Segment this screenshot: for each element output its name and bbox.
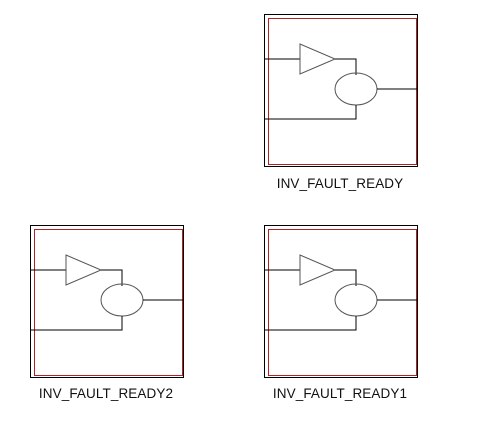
- block-label: INV_FAULT_READY2: [39, 386, 173, 401]
- input-wire-2: [264, 316, 357, 331]
- circle-node-icon: [100, 283, 144, 317]
- block-outer-border: [264, 225, 418, 378]
- buffer-triangle-icon: [299, 254, 337, 286]
- input-wire-2: [264, 105, 357, 120]
- block-bottom-right[interactable]: [264, 225, 418, 378]
- buffer-triangle-icon: [65, 254, 103, 286]
- buffer-output-wire: [101, 269, 123, 286]
- block-inner-border: [268, 18, 417, 165]
- block-label: INV_FAULT_READY1: [273, 386, 407, 401]
- block-outer-border: [264, 14, 418, 167]
- block-inner-border: [268, 229, 417, 376]
- block-outer-border: [30, 225, 184, 378]
- circle-node-icon: [334, 72, 378, 106]
- block-bottom-left[interactable]: [30, 225, 184, 378]
- input-wire-2: [30, 316, 123, 331]
- buffer-output-wire: [335, 269, 357, 286]
- buffer-triangle-icon: [299, 43, 337, 75]
- block-inner-border: [34, 229, 183, 376]
- block-top[interactable]: [264, 14, 418, 167]
- buffer-output-wire: [335, 58, 357, 75]
- block-label: INV_FAULT_READY: [277, 176, 404, 191]
- circle-node-icon: [334, 283, 378, 317]
